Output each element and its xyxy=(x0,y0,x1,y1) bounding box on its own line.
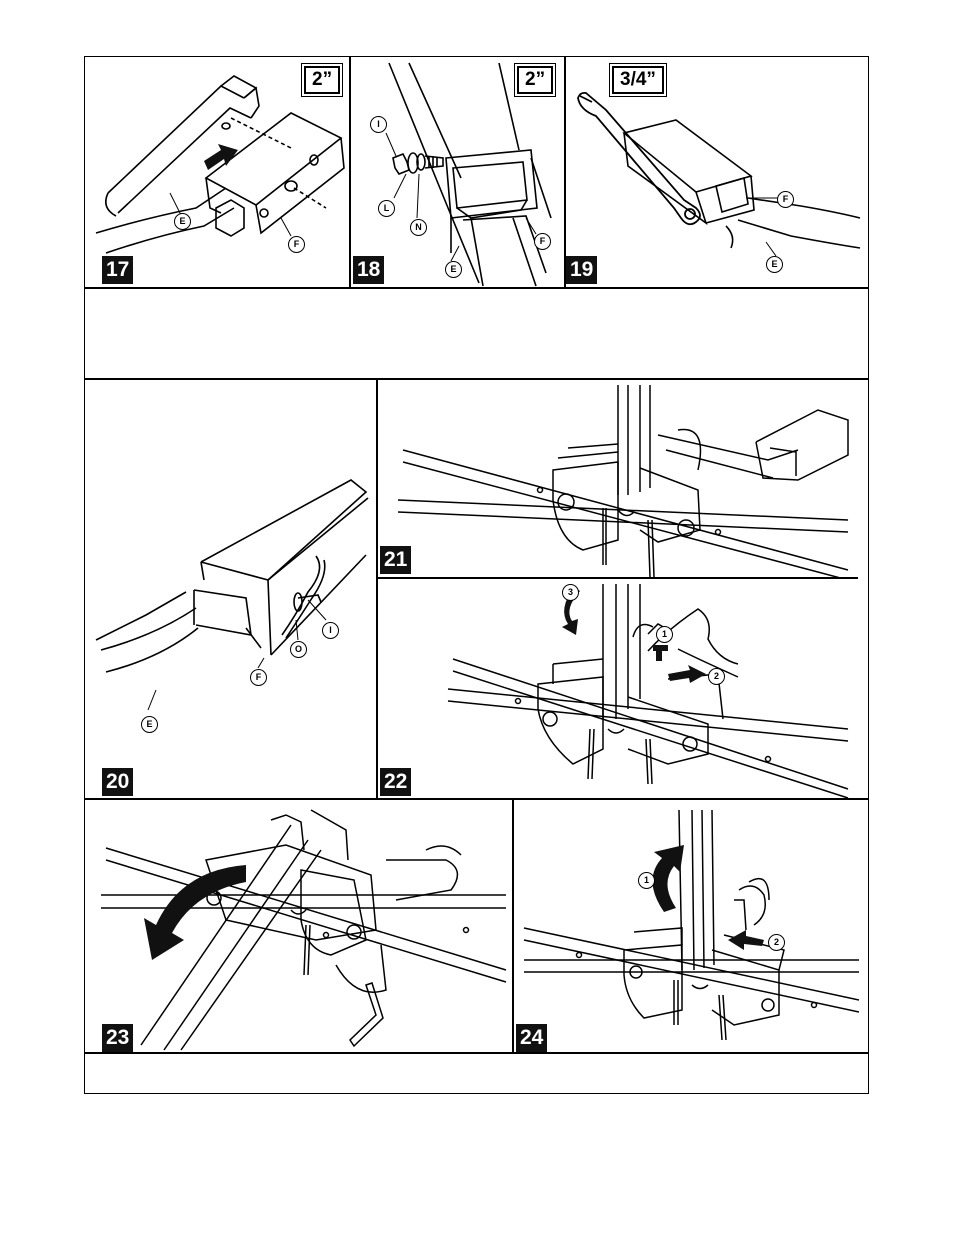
step-17-panel: 2” E F 17 xyxy=(86,58,349,287)
step-number: 21 xyxy=(380,546,411,574)
step-number: 17 xyxy=(102,256,133,284)
step-20-panel: I O F E 20 xyxy=(86,380,376,798)
part-callout: E xyxy=(766,256,783,273)
step-22-illustration xyxy=(378,579,859,798)
step-number: 19 xyxy=(566,256,597,284)
part-callout: F xyxy=(777,191,794,208)
part-callout: I xyxy=(370,116,387,133)
step-number: 20 xyxy=(102,768,133,796)
part-callout: O xyxy=(290,641,307,658)
wrench-size-label: 2” xyxy=(517,66,553,94)
step-number: 22 xyxy=(380,768,411,796)
part-callout: E xyxy=(174,213,191,230)
arrow-icon xyxy=(728,930,764,950)
step-24-illustration xyxy=(514,800,859,1052)
step-number: 18 xyxy=(353,256,384,284)
divider xyxy=(84,1052,869,1054)
step-22-panel: 1 2 3 22 xyxy=(378,579,859,798)
step-order-callout: 2 xyxy=(768,934,785,951)
part-callout: E xyxy=(445,261,462,278)
part-callout: L xyxy=(378,200,395,217)
part-callout: F xyxy=(250,669,267,686)
arrow-icon xyxy=(653,645,706,683)
step-21-illustration xyxy=(378,380,859,577)
step-23-illustration xyxy=(86,800,512,1052)
part-callout: N xyxy=(410,219,427,236)
step-20-illustration xyxy=(86,380,376,798)
step-number: 24 xyxy=(516,1024,547,1052)
divider xyxy=(84,287,869,289)
step-order-callout: 1 xyxy=(638,872,655,889)
wrench-size-label: 3/4” xyxy=(612,66,664,94)
part-callout: I xyxy=(322,622,339,639)
step-order-callout: 3 xyxy=(562,584,579,601)
wrench-size-label: 2” xyxy=(304,66,340,94)
part-callout: F xyxy=(534,233,551,250)
step-21-panel: 21 xyxy=(378,380,859,577)
part-callout: E xyxy=(141,716,158,733)
step-19-panel: 3/4” F E 19 xyxy=(566,58,868,287)
step-24-panel: 1 2 24 xyxy=(514,800,859,1052)
step-order-callout: 2 xyxy=(708,668,725,685)
curved-arrow-icon xyxy=(652,845,684,912)
step-number: 23 xyxy=(102,1024,133,1052)
part-callout: F xyxy=(288,236,305,253)
step-18-panel: 2” I L N E F 18 xyxy=(351,58,564,287)
step-order-callout: 1 xyxy=(656,626,673,643)
step-23-panel: 23 xyxy=(86,800,512,1052)
